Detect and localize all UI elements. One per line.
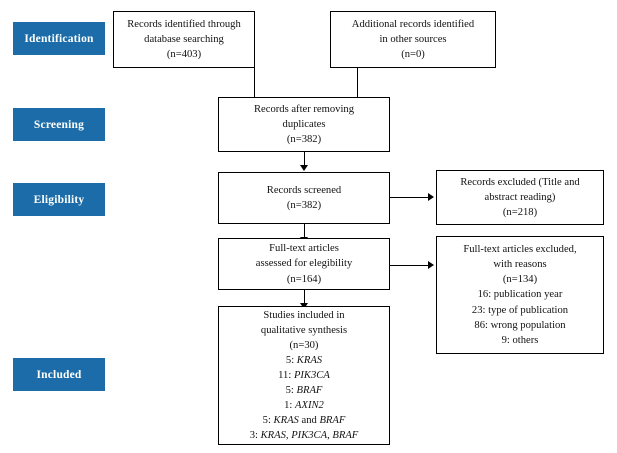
node-line: (n=164) <box>286 273 322 285</box>
node-line: Additional records identified <box>351 18 475 30</box>
connector-identified-down <box>254 67 256 98</box>
node-line: Records identified through <box>127 18 241 30</box>
node-line: (n=382) <box>286 200 322 211</box>
gene-line: 5: KRAS <box>285 354 323 366</box>
node-line: with reasons <box>493 259 547 271</box>
arrowhead-screened-to-excluded <box>428 193 434 201</box>
node-line: (n=30) <box>289 339 319 351</box>
node-line: (n=0) <box>401 49 425 61</box>
node-studies-included: Studies included in qualitative synthesi… <box>218 306 390 445</box>
node-records-screened: Records screened (n=382) <box>218 172 390 224</box>
connector-fulltext-to-excluded <box>390 265 430 267</box>
connector-additional-down <box>357 67 359 98</box>
node-line: database searching <box>144 33 224 45</box>
gene-line: 11: PIK3CA <box>278 369 330 381</box>
node-line: abstract reading) <box>484 191 556 203</box>
node-line: Studies included in <box>263 309 345 321</box>
stage-label-eligibility: Eligibility <box>13 183 105 216</box>
node-line: Records excluded (Title and <box>460 176 580 188</box>
node-line: Records after removing <box>253 103 354 115</box>
gene-line: 5: KRAS and BRAF <box>262 415 346 427</box>
node-line: (n=382) <box>286 134 322 146</box>
node-after-duplicates: Records after removing duplicates (n=382… <box>218 97 390 152</box>
node-line: 86: wrong population <box>474 319 566 331</box>
node-line: Full-text articles excluded, <box>463 244 577 256</box>
stage-label-screening: Screening <box>13 108 105 141</box>
node-line: qualitative synthesis <box>260 324 348 336</box>
connector-duplicates-to-screened <box>304 152 306 168</box>
node-additional-records: Additional records identified in other s… <box>330 11 496 68</box>
node-fulltext-excluded: Full-text articles excluded, with reason… <box>436 236 604 354</box>
stage-label-identification: Identification <box>13 22 105 55</box>
node-line: duplicates <box>282 118 326 130</box>
node-records-identified: Records identified through database sear… <box>113 11 255 68</box>
node-fulltext-assessed: Full-text articles assessed for elegibil… <box>218 238 390 290</box>
node-line: 16: publication year <box>477 289 563 301</box>
node-line: assessed for elegibility <box>255 258 353 270</box>
connector-fulltext-to-included <box>304 290 306 306</box>
gene-line: 1: AXIN2 <box>284 400 324 412</box>
stage-label-included: Included <box>13 358 105 391</box>
node-line: Records screened <box>266 184 342 196</box>
node-line: (n=218) <box>502 207 538 219</box>
node-line: in other sources <box>379 33 447 45</box>
connector-screened-to-fulltext <box>304 224 306 240</box>
node-line: (n=403) <box>166 49 202 61</box>
connector-screened-to-excluded <box>390 197 430 199</box>
gene-line: 5: BRAF <box>285 385 323 397</box>
gene-line: 3: KRAS, PIK3CA, BRAF <box>249 430 359 442</box>
arrowhead-fulltext-to-excluded <box>428 261 434 269</box>
node-records-excluded: Records excluded (Title and abstract rea… <box>436 170 604 225</box>
arrowhead-duplicates-to-screened <box>300 165 308 171</box>
node-line: 9: others <box>501 334 539 346</box>
node-line: (n=134) <box>502 274 538 286</box>
node-line: 23: type of publication <box>471 304 569 316</box>
node-line: Full-text articles <box>269 243 339 255</box>
